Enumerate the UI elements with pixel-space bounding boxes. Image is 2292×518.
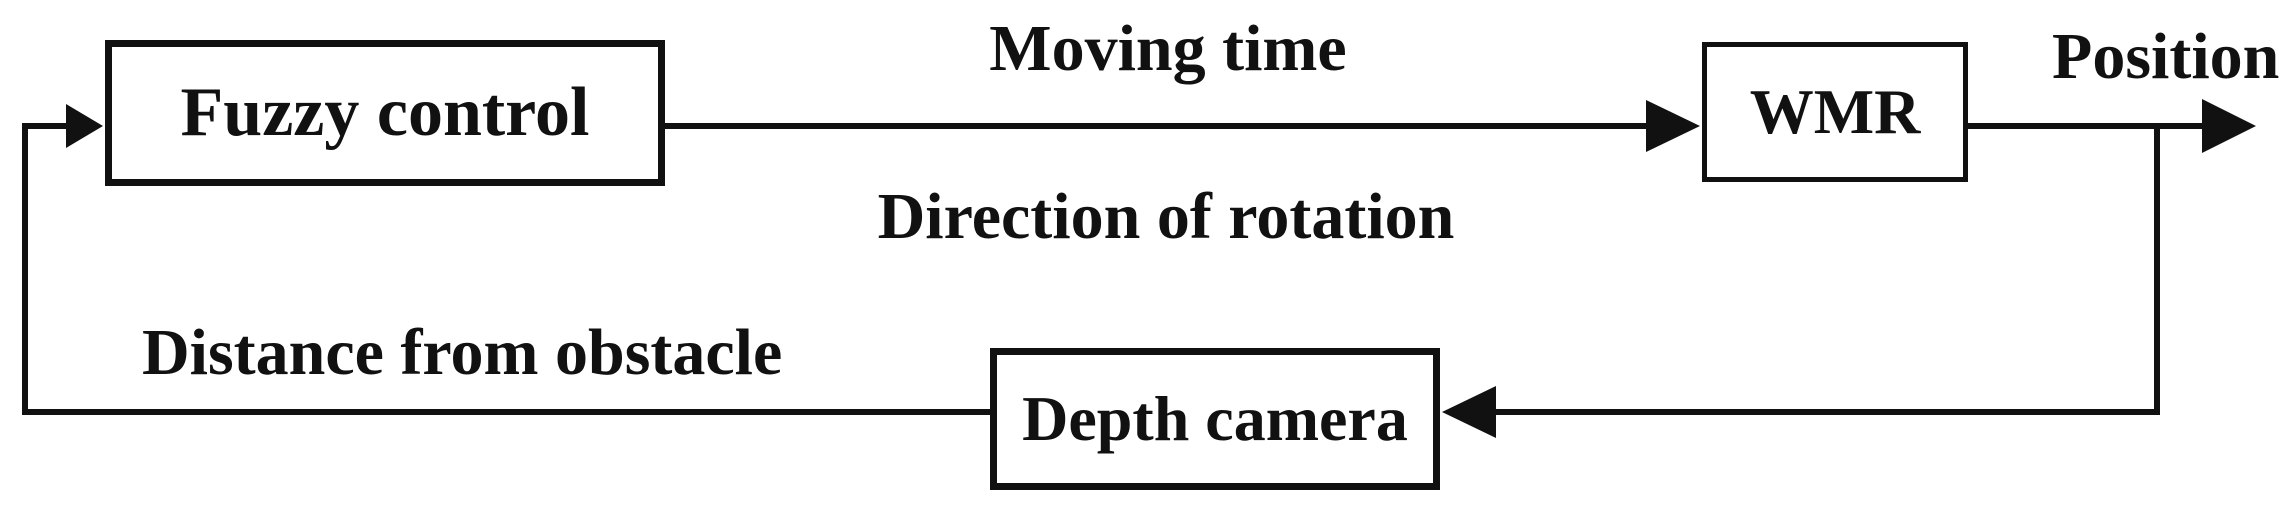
direction-of-rotation-label: Direction of rotation — [877, 180, 1455, 253]
distance-from-obstacle-label: Distance from obstacle — [142, 316, 783, 389]
depth-camera-label: Depth camera — [1022, 383, 1408, 454]
wmr-box: WMR — [1702, 42, 1968, 182]
arrowhead-into-depth-camera-icon — [1442, 386, 1496, 438]
fuzzy-control-box: Fuzzy control — [105, 40, 665, 186]
arrowhead-into-wmr-icon — [1646, 100, 1700, 152]
moving-time-label: Moving time — [989, 12, 1347, 85]
arrowhead-into-fuzzy-icon — [66, 104, 103, 148]
fuzzy-control-label: Fuzzy control — [180, 74, 590, 151]
depth-camera-box: Depth camera — [990, 348, 1440, 490]
position-label: Position — [2052, 20, 2280, 93]
arrowhead-position-icon — [2202, 99, 2256, 153]
wmr-label: WMR — [1749, 76, 1921, 147]
